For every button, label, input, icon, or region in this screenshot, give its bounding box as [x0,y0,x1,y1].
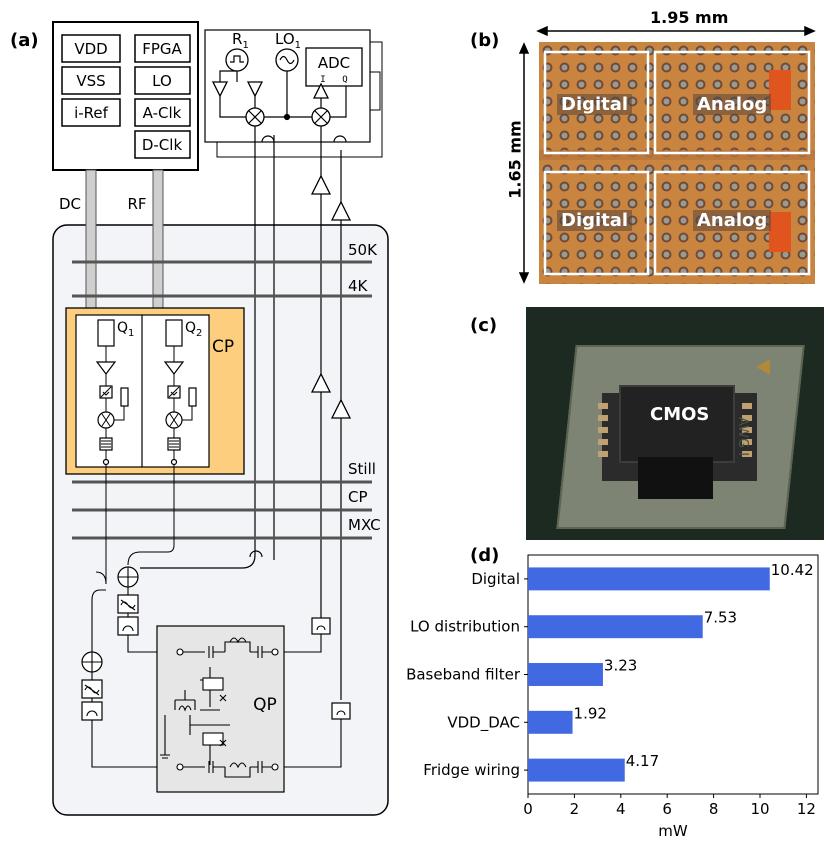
amp-50k-2 [330,200,352,221]
lo-label: LO [152,72,172,90]
q2-label: Q2 [185,320,202,339]
bar-0 [528,567,770,591]
analog-label-bottom: Analog [693,210,772,231]
package-marking: AWG I [735,417,750,457]
bar-2 [528,663,603,686]
x-tick-label-6: 12 [797,800,816,818]
x-tick-label-2: 4 [616,800,626,818]
r1-label: R1 [232,30,249,51]
vdd-label: VDD [74,40,107,58]
stage-still-label: Still [348,460,376,478]
x-tick-label-3: 6 [662,800,672,818]
die-width-label: 1.95 mm [650,8,729,27]
amp-4k-2 [330,398,352,419]
q2-aux [188,387,197,407]
instrument-cells [61,34,191,159]
digital-label-bottom: Digital [557,210,633,231]
bar-4 [528,758,625,782]
panel-label-a: (a) [10,30,39,51]
amp-4k-1 [310,372,332,393]
value-label-0: 10.42 [771,561,814,579]
schematic-diagram: VDD FPGA VSS LO i-Ref A-Clk D-Clk DC RF … [52,21,389,816]
aclk-label: A-Clk [143,104,182,122]
adc-q-label: Q [342,75,347,85]
adc-block [305,47,363,87]
amp-50k-1 [310,174,332,195]
plot-frame [527,554,819,795]
value-label-3: 1.92 [574,704,607,722]
digital-label-top: Digital [557,94,633,115]
bar-1 [528,615,703,639]
x-tick-label-4: 8 [709,800,719,818]
panel-label-c: (c) [470,315,498,336]
stage-50k-label: 50K [348,241,378,259]
cp-box-label: CP [212,337,234,357]
q2-memory [165,319,183,347]
panel-label-d: (d) [470,545,500,566]
x-tick-label-1: 2 [570,800,580,818]
x-axis-title: mW [658,822,688,840]
digital-block-bottom [543,170,650,276]
stage-cp-label: CP [348,488,368,506]
analog-label-top: Analog [693,94,772,115]
lo1-label: LO1 [275,30,301,51]
adc-label: ADC [318,54,350,72]
panel-label-b: (b) [470,30,500,51]
adc-i-label: I [320,75,325,85]
die-height-label: 1.65 mm [505,120,525,199]
digital-block-top [543,50,650,155]
bar-3 [528,710,573,734]
cmos-label: CMOS [650,404,710,425]
r1-source [225,48,249,72]
fpga-label: FPGA [142,40,182,58]
analog-block-bottom [653,170,811,276]
value-label-2: 3.23 [604,657,637,675]
q1-memory [97,319,115,347]
q1-label: Q1 [117,320,134,339]
value-label-4: 4.17 [626,752,659,770]
dc-label: DC [59,195,81,213]
q1-aux [120,387,129,407]
vss-label: VSS [76,72,105,90]
rf-label: RF [127,195,146,213]
die-photo: Digital Analog Digital Analog [539,42,815,284]
stage-4k-label: 4K [348,277,369,295]
analog-block-top [653,50,811,155]
package-photo: CMOS AWG I [526,307,824,540]
x-tick-label-5: 10 [750,800,769,818]
iref-label: i-Ref [74,104,109,122]
value-label-1: 7.53 [704,609,737,627]
qp-label: QP [253,695,277,715]
x-tick-label-0: 0 [523,800,533,818]
category-label-0: Digital [471,570,520,588]
rf-line [152,169,164,309]
dc-line [85,169,97,309]
stage-mxc-label: MXC [348,516,381,534]
buffer-r1-b [246,81,264,98]
dclk-label: D-Clk [142,136,183,154]
